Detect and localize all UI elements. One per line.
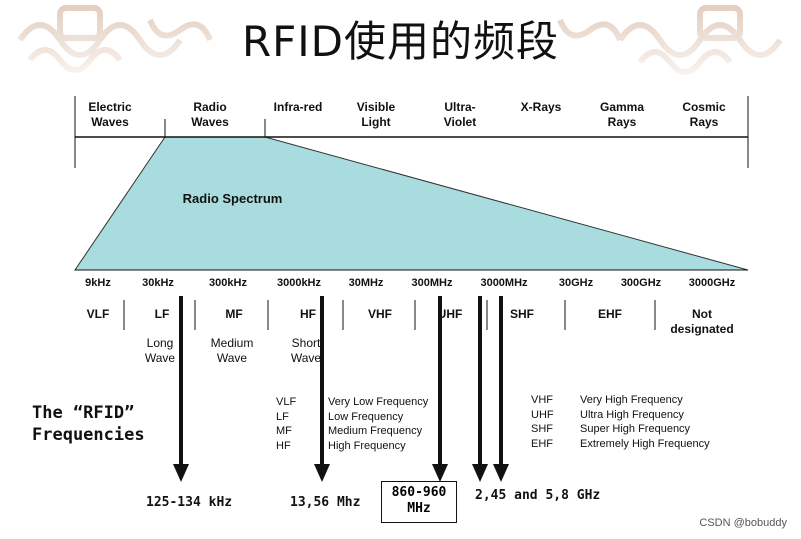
- band-vhf: VHF: [368, 307, 392, 321]
- band-label-infrared: Infra-red: [273, 100, 323, 114]
- arrow-58ghz-head: [493, 464, 509, 482]
- band-mf: MF: [225, 307, 243, 321]
- watermark: CSDN @bobuddy: [699, 517, 787, 529]
- slide-title: RFID使用的频段: [241, 17, 560, 66]
- rfid-freq-lf: 125-134 kHz: [146, 495, 233, 510]
- freq-tick: 300kHz: [209, 277, 247, 289]
- rfid-freq-hf: 13,56 Mhz: [290, 495, 361, 510]
- freq-tick: 30GHz: [558, 277, 594, 289]
- rfid-frequencies-heading: The “RFID”Frequencies: [32, 403, 145, 445]
- band-ehf: EHF: [598, 307, 622, 321]
- freq-tick: 9kHz: [85, 277, 111, 289]
- freq-tick: 30kHz: [142, 277, 174, 289]
- radio-spectrum-label: Radio Spectrum: [182, 191, 283, 206]
- band-label-xrays: X-Rays: [520, 100, 562, 114]
- arrow-lf-head: [173, 464, 189, 482]
- freq-tick: 30MHz: [348, 277, 384, 289]
- arrow-hf-head: [314, 464, 330, 482]
- freq-tick: 300MHz: [411, 277, 453, 289]
- freq-tick: 3000kHz: [276, 277, 322, 289]
- freq-tick: 3000GHz: [688, 277, 736, 289]
- band-shf: SHF: [510, 307, 534, 321]
- freq-tick: 3000MHz: [480, 277, 528, 289]
- arrow-uhf-head: [432, 464, 448, 482]
- rfid-freq-microwave: 2,45 and 5,8 GHz: [475, 488, 601, 503]
- banner-ornament-pattern: [0, 0, 801, 82]
- band-label-ultraviolet: Ultra-Violet: [443, 100, 477, 129]
- band-vlf: VLF: [86, 307, 110, 321]
- band-lf: LF: [154, 307, 170, 321]
- band-hf: HF: [300, 307, 316, 321]
- band-uhf: UHF: [437, 307, 463, 321]
- freq-tick: 300GHz: [620, 277, 662, 289]
- decorative-banner: RFID使用的频段: [0, 0, 801, 82]
- arrow-24ghz-head: [472, 464, 488, 482]
